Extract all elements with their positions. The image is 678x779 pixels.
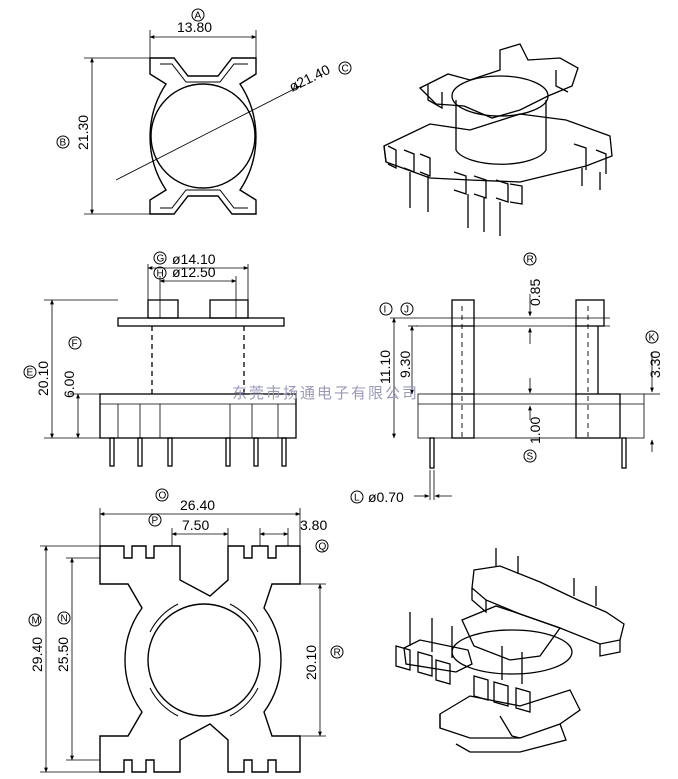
svg-text:M: M [32, 616, 40, 627]
front-d2-label: ø12.50 [172, 264, 216, 280]
marker-n: N [57, 611, 71, 625]
side-h3-label: 3.30 [647, 351, 663, 378]
bottom-width-label: 26.40 [180, 497, 215, 513]
bottom-h2-label: 25.50 [55, 637, 71, 672]
marker-a: A [191, 8, 205, 22]
front-height-label: 20.10 [35, 361, 51, 396]
svg-text:B: B [60, 138, 67, 149]
marker-k: K [645, 330, 659, 344]
marker-f: F [68, 336, 82, 350]
svg-text:Q: Q [319, 542, 327, 553]
marker-i: I [379, 302, 393, 316]
bottom-h1-label: 29.40 [29, 637, 45, 672]
svg-text:N: N [61, 614, 68, 625]
side-view [390, 294, 660, 500]
top-diameter-label: ø21.40 [286, 61, 332, 95]
svg-text:S: S [527, 452, 534, 463]
marker-q: Q [315, 539, 329, 553]
marker-b: B [56, 135, 70, 149]
marker-e: E [23, 365, 37, 379]
svg-text:K: K [649, 333, 656, 344]
isometric-view-bottom [395, 548, 625, 753]
marker-g: G [153, 251, 167, 265]
svg-text:I: I [384, 305, 387, 316]
svg-text:L: L [354, 493, 360, 504]
svg-text:O: O [159, 491, 167, 502]
svg-text:C: C [342, 64, 349, 75]
marker-p: P [148, 513, 162, 527]
bottom-pitch-label: 7.50 [182, 517, 209, 533]
front-view [44, 264, 297, 467]
side-flange-label: 0.85 [527, 279, 543, 306]
front-d1-label: ø14.10 [172, 251, 216, 267]
svg-text:G: G [157, 254, 165, 265]
marker-h: H [153, 266, 167, 280]
bottom-view [40, 508, 326, 773]
isometric-view-top [383, 43, 613, 236]
marker-r: RR [330, 645, 344, 659]
watermark: 东莞市扬通电子有限公司 [232, 385, 419, 402]
marker-j: J [400, 302, 414, 316]
svg-text:H: H [157, 269, 164, 280]
svg-text:R: R [334, 648, 341, 659]
svg-text:P: P [152, 516, 159, 527]
bottom-offset-label: 3.80 [300, 517, 327, 533]
bottom-h3-label: 20.10 [303, 645, 319, 680]
marker-l: L [350, 490, 364, 504]
svg-text:F: F [72, 339, 78, 350]
marker-t: S [523, 449, 537, 463]
marker-c: C [338, 61, 352, 75]
marker-m: M [28, 613, 42, 627]
top-height-label: 21.30 [75, 115, 91, 150]
top-view [84, 30, 301, 215]
side-pin-label: ø0.70 [368, 489, 404, 505]
top-width-label: 13.80 [177, 19, 212, 35]
front-base-label: 6.00 [61, 371, 77, 398]
side-h2-label: 9.30 [397, 351, 413, 378]
svg-text:J: J [404, 305, 409, 316]
marker-s: R [523, 252, 537, 266]
side-h1-label: 11.10 [377, 350, 393, 384]
side-gap-label: 1.00 [527, 417, 543, 444]
marker-o: O [155, 488, 169, 502]
svg-text:E: E [27, 368, 34, 379]
svg-text:R: R [527, 255, 534, 266]
svg-text:A: A [195, 11, 202, 22]
